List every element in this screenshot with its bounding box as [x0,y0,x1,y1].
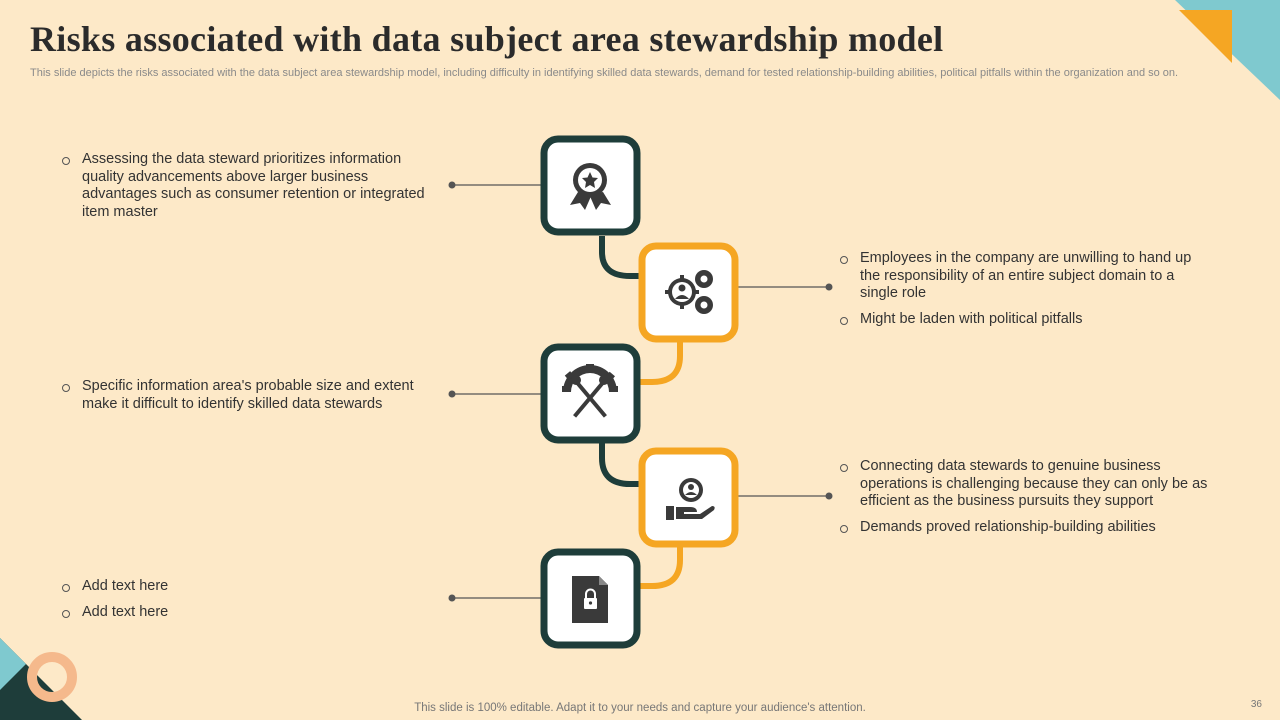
bullet-item[interactable]: Add text here [62,604,437,622]
risk-text-1: Assessing the data steward prioritizes i… [62,151,437,229]
icon-box-3 [540,343,641,444]
page-subtitle: This slide depicts the risks associated … [30,67,1179,79]
risk-text-4: Connecting data stewards to genuine busi… [840,458,1220,544]
top-right-corner-decoration [1175,0,1280,100]
bullet-item: Assessing the data steward prioritizes i… [62,151,437,221]
connector-3 [599,443,642,487]
bullet-item: Employees in the company are unwilling t… [840,250,1215,303]
risk-text-2: Employees in the company are unwilling t… [840,250,1215,336]
page-title: Risks associated with data subject area … [30,19,944,59]
bottom-left-corner-decoration [0,638,82,720]
connector-1 [599,236,642,279]
connector-2 [640,342,683,385]
bullet-item[interactable]: Add text here [62,578,437,596]
gears-user-icon [665,270,713,314]
footer-note: This slide is 100% editable. Adapt it to… [414,702,866,714]
bullet-item: Connecting data stewards to genuine busi… [840,458,1220,511]
award-badge-icon [570,163,611,210]
connector-4 [640,547,683,589]
bullet-item: Specific information area's probable siz… [62,378,437,413]
page-number: 36 [1250,699,1262,710]
bullet-item: Might be laden with political pitfalls [840,311,1215,329]
locked-document-icon [572,576,608,623]
risk-text-5: Add text here Add text here [62,578,437,629]
tools-gear-icon [562,364,618,418]
risk-text-3: Specific information area's probable siz… [62,378,437,421]
hand-gear-user-icon [666,478,715,520]
bullet-item: Demands proved relationship-building abi… [840,519,1220,537]
